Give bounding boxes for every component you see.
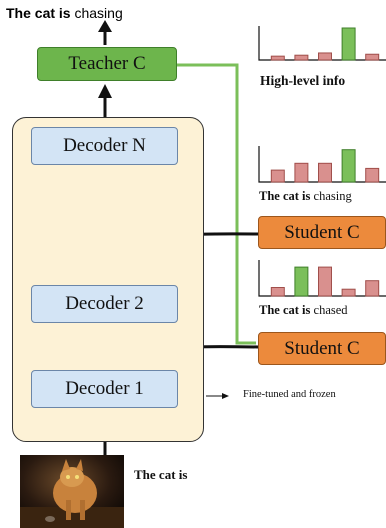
student-box-upper: Student C	[258, 216, 386, 249]
teacher-box: Teacher C	[37, 47, 177, 81]
histogram-bar	[341, 288, 356, 297]
frozen-note-arrowhead	[222, 393, 229, 399]
lower-caption-rest: chased	[310, 303, 348, 317]
upper-caption-bold: The cat is	[259, 189, 311, 203]
histogram-bar	[294, 266, 309, 297]
teacher-label: Teacher C	[68, 53, 146, 74]
output-text-rest: chasing	[70, 5, 123, 21]
histogram-bar	[341, 27, 356, 61]
histogram-bar	[294, 162, 309, 183]
histogram-bar	[341, 149, 356, 183]
output-text-bold: The cat is	[6, 5, 71, 21]
decoder-1-label: Decoder 1	[65, 378, 144, 399]
histogram-lower-student	[258, 260, 386, 297]
histogram-bar	[365, 53, 380, 61]
student-lower-label: Student C	[284, 337, 360, 359]
panel-to-teacher-arrowhead	[98, 84, 112, 98]
decoder-n-label: Decoder N	[63, 135, 146, 156]
histogram-bar	[365, 167, 380, 183]
high-level-caption: High-level info	[260, 73, 346, 88]
histogram-bar	[270, 55, 285, 61]
lower-caption-bold: The cat is	[259, 303, 311, 317]
histogram-high-level	[258, 26, 386, 61]
histogram-bar	[270, 287, 285, 297]
teacher-to-student-line	[177, 63, 256, 345]
student-upper-label: Student C	[284, 221, 360, 243]
upper-student-caption: The cat is chasing	[259, 189, 352, 204]
histogram-upper-student	[258, 146, 386, 183]
decoder-n-box: Decoder N	[31, 127, 178, 165]
histogram-bar	[294, 54, 309, 61]
upper-caption-rest: chasing	[310, 189, 352, 203]
decoder-2-box: Decoder 2	[31, 285, 178, 323]
histogram-bar	[318, 52, 332, 61]
output-text: The cat is chasing	[6, 5, 123, 21]
input-caption: The cat is	[134, 467, 188, 482]
lower-student-caption: The cat is chased	[259, 303, 348, 318]
output-arrowhead	[98, 20, 112, 32]
histogram-bar	[318, 162, 332, 183]
histogram-bar	[365, 280, 380, 297]
decoder-2-label: Decoder 2	[65, 293, 144, 314]
decoder-1-box: Decoder 1	[31, 370, 178, 408]
cat-image	[20, 455, 124, 528]
frozen-note: Fine-tuned and frozen	[243, 389, 336, 400]
histogram-bar	[318, 266, 332, 297]
histogram-bar	[270, 169, 285, 183]
student-box-lower: Student C	[258, 332, 386, 365]
